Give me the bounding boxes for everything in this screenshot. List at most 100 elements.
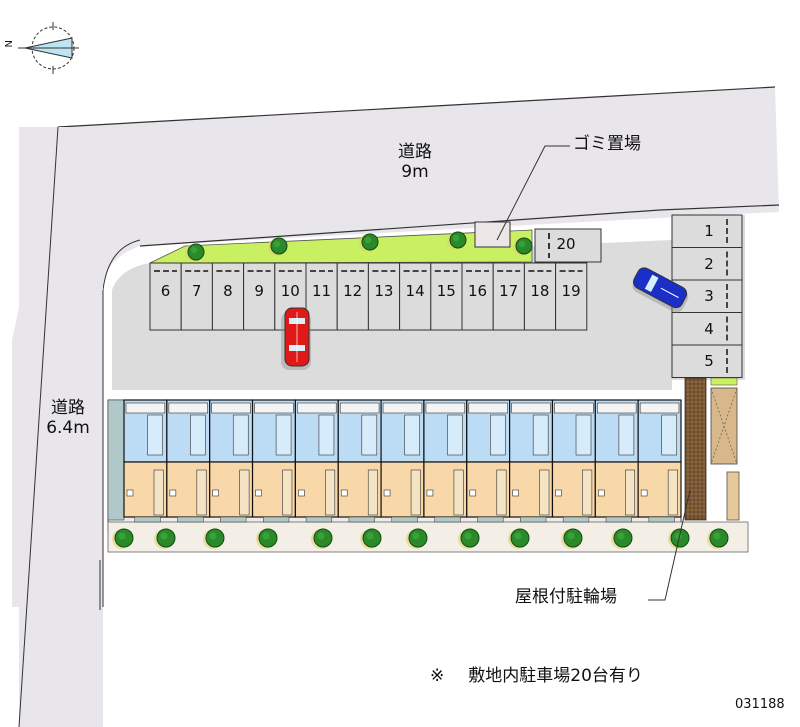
apartment-unit [509,399,554,523]
bicycle-parking-label: 屋根付駐輪場 [515,587,617,607]
tree-icon [611,528,633,549]
parking-spot-label-11: 11 [311,282,332,300]
parking-spot-label-13: 13 [374,282,394,300]
parking-spots-top [149,262,588,331]
parking-spot-label-12: 12 [343,282,363,300]
storage-box-cross [710,387,738,465]
garbage-leader-line [496,145,570,241]
apartment-unit [123,399,168,523]
green-strip-right [710,377,738,386]
bike-leader-line [648,489,691,601]
parking-spot-label-4: 4 [704,319,714,338]
road-top-label: 道路 9m [375,142,455,182]
parking-spot-16[interactable] [461,262,494,331]
apartment-unit [466,399,511,523]
tree-icon [707,528,729,549]
parking-spot-label-16: 16 [467,282,488,300]
parking-spot-label-15: 15 [436,282,456,300]
trees-bottom [112,528,729,549]
parking-spot-14[interactable] [399,262,432,331]
tree-icon [203,528,225,549]
tree-icon [508,528,530,549]
compass-north-arrow-icon [18,22,79,74]
parking-spot-18[interactable] [523,262,557,331]
parking-spot-label-8: 8 [223,282,233,300]
tree-icon [256,528,278,549]
trees-top [185,231,533,262]
tree-icon [154,528,176,549]
parking-spot-label-10: 10 [280,282,300,300]
tree-icon [360,528,382,549]
apartment-unit [294,399,339,523]
red-car [281,307,311,370]
compass-north-label: N [3,40,15,48]
tree-icon [185,243,205,262]
parking-spot-1[interactable] [671,214,743,248]
parking-spot-label-6: 6 [160,282,171,300]
building-end-wall [107,399,125,521]
apartment-unit [251,399,296,523]
grass-strip [149,229,533,264]
tree-icon [311,528,333,549]
tree-icon [447,231,467,250]
property-code: 031188 [735,697,785,712]
tree-icon [458,528,480,549]
parking-note: ※ 敷地内駐車場20台有り [430,666,643,687]
road-left-edge [18,126,59,727]
road-top-area [12,87,779,607]
parking-spot-13[interactable] [367,262,401,331]
tree-icon [268,237,288,256]
parking-spot-20[interactable] [534,228,602,263]
parking-spot-label-5: 5 [704,352,714,370]
apartment-unit [380,399,425,523]
parking-spot-7[interactable] [180,262,213,331]
road-left-width: 6.4m [46,417,90,438]
apartment-unit [337,399,382,523]
road-left-area [19,127,103,727]
road-left-label: 道路 6.4m [28,398,108,438]
bicycle-shed [684,377,707,521]
parking-spot-label-9: 9 [254,282,264,300]
tree-icon [359,233,379,252]
blue-car [632,267,689,313]
bicycle-shed-pattern [686,379,705,519]
tree-icon [112,528,134,549]
parking-spot-4[interactable] [671,312,743,346]
parking-spot-12[interactable] [336,262,369,331]
parking-spot-20-label: 20 [556,235,576,253]
parking-spot-label-7: 7 [191,282,202,300]
note-text: 敷地内駐車場20台有り [468,666,643,686]
parking-spot-label-1: 1 [704,222,714,240]
apartment-unit [209,399,254,523]
parking-spot-5[interactable] [671,344,743,378]
parking-spot-label-17: 17 [499,282,519,300]
garbage-area-label: ゴミ置場 [573,134,641,154]
road-top-inner-edge [139,204,780,247]
parking-spot-19[interactable] [555,262,588,331]
parking-spot-2[interactable] [671,247,743,281]
tree-icon [561,528,583,549]
road-top-name: 道路 [398,142,432,162]
note-mark: ※ [430,666,445,686]
tree-icon [406,528,428,549]
parking-spot-label-19: 19 [561,282,581,300]
road-top-width: 9m [401,161,429,182]
apartment-units [107,399,682,523]
apartment-unit [423,399,468,523]
curb-line [102,239,141,291]
parking-spots-right [671,214,743,378]
parking-spot-6[interactable] [149,262,182,331]
apartment-unit [551,399,596,523]
parking-spot-17[interactable] [492,262,525,331]
parking-spot-15[interactable] [430,262,463,331]
apartment-unit [637,399,682,523]
parking-spot-label-14: 14 [405,282,425,300]
parking-spot-label-2: 2 [704,254,714,273]
tree-icon [513,237,533,256]
side-storage [726,471,740,521]
parking-spot-label-18: 18 [530,282,550,300]
apartment-unit [594,399,639,523]
road-top-edge [57,86,776,128]
parking-spot-11[interactable] [305,262,338,331]
